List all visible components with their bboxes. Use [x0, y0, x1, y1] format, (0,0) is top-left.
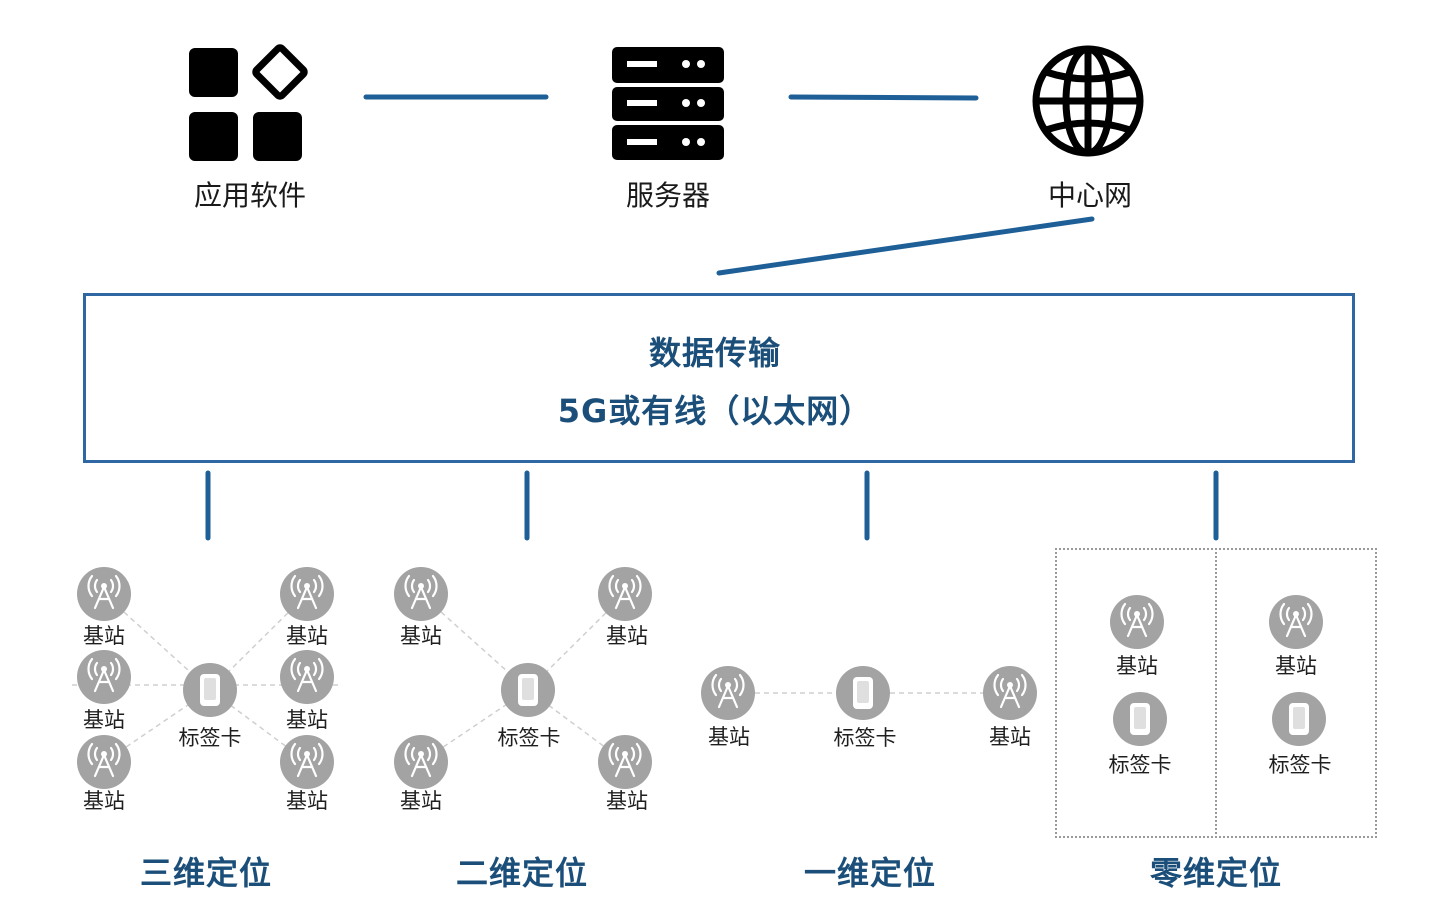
- group-title-3d: 三维定位: [139, 854, 273, 892]
- tag-label-2d: 标签卡: [497, 726, 561, 750]
- bs-node-3d-2: [75, 648, 133, 706]
- bs-node-2d-2: [596, 565, 654, 623]
- server-icon: [612, 47, 724, 160]
- bs-label-2d-2: 基站: [606, 624, 648, 648]
- tag-label-1d: 标签卡: [833, 726, 897, 750]
- group-title-1d: 一维定位: [803, 854, 937, 892]
- bs-node-3d-4: [278, 565, 336, 623]
- bs-label-1d-1: 基站: [708, 725, 750, 749]
- tag-label-0d-1: 标签卡: [1108, 753, 1172, 777]
- tag-node-1d: [836, 666, 890, 720]
- tag-node-2d: [501, 663, 555, 717]
- bs-node-2d-1: [392, 565, 450, 623]
- bs-node-3d-5: [278, 648, 336, 706]
- core-network-label: 中心网: [1047, 179, 1133, 212]
- bs-node-3d-1: [75, 565, 133, 623]
- tag-node-3d: [183, 663, 237, 717]
- data-transfer-title: 数据传输: [648, 334, 782, 372]
- bs-label-3d-5: 基站: [286, 708, 328, 732]
- bs-label-0d-2: 基站: [1275, 654, 1317, 678]
- server-core-connector: [788, 94, 979, 101]
- bs-node-3d-6: [278, 733, 336, 791]
- globe-icon: [1032, 45, 1144, 157]
- zero-d-box-left: [1055, 548, 1217, 838]
- bs-node-2d-4: [596, 733, 654, 791]
- data-transfer-box: [83, 293, 1355, 463]
- tag-label-3d: 标签卡: [178, 726, 242, 750]
- bs-label-2d-4: 基站: [606, 789, 648, 813]
- bs-label-2d-1: 基站: [400, 624, 442, 648]
- bs-node-2d-3: [392, 733, 450, 791]
- apps-icon: [189, 44, 308, 161]
- bs-label-3d-1: 基站: [83, 624, 125, 648]
- server-label: 服务器: [625, 179, 711, 212]
- zero-d-box-right: [1215, 548, 1377, 838]
- bs-node-1d-1: [699, 664, 757, 722]
- group-title-2d: 二维定位: [455, 854, 589, 892]
- bs-label-0d-1: 基站: [1116, 654, 1158, 678]
- bs-node-3d-3: [75, 733, 133, 791]
- group-title-0d: 零维定位: [1149, 854, 1283, 892]
- bs-label-2d-3: 基站: [400, 789, 442, 813]
- tag-label-0d-2: 标签卡: [1268, 753, 1332, 777]
- bs-label-1d-2: 基站: [989, 725, 1031, 749]
- bs-node-1d-2: [981, 664, 1039, 722]
- bs-label-3d-2: 基站: [83, 708, 125, 732]
- data-transfer-subtitle: 5G或有线（以太网）: [557, 392, 873, 430]
- bs-label-3d-3: 基站: [83, 789, 125, 813]
- app-software-label: 应用软件: [193, 179, 307, 212]
- bs-label-3d-4: 基站: [286, 624, 328, 648]
- core-transfer-connector: [716, 216, 1095, 276]
- bs-label-3d-6: 基站: [286, 789, 328, 813]
